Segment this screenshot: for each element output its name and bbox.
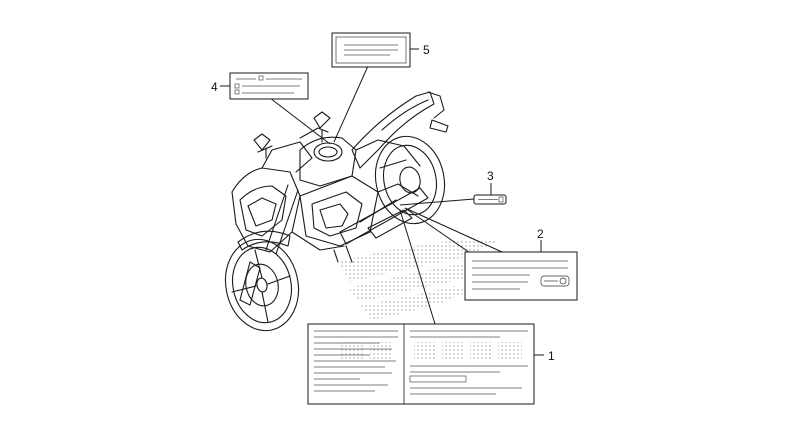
leader-line-4: [269, 97, 331, 145]
leader-line-2a: [404, 207, 503, 253]
caution-label-3[interactable]: 3: [473, 169, 507, 205]
callout-number-2: 2: [537, 227, 544, 241]
dotted-lettering: [340, 342, 522, 360]
caution-label-1[interactable]: 1: [307, 323, 555, 405]
leader-line-1: [399, 209, 436, 325]
callout-number-4: 4: [211, 80, 218, 94]
caution-label-4[interactable]: 4: [211, 72, 309, 100]
motorcycle-drawing: [224, 91, 449, 332]
front-wheel: [224, 238, 300, 332]
callout-number-3: 3: [487, 169, 494, 183]
callout-number-5: 5: [423, 43, 430, 57]
leader-line-5: [333, 65, 369, 143]
fuel-cap: [313, 142, 343, 162]
leader-line-3: [399, 198, 475, 206]
caution-label-5[interactable]: 5: [331, 32, 430, 68]
callout-number-1: 1: [548, 349, 555, 363]
rear-wheel: [374, 135, 446, 225]
caution-label-2[interactable]: 2: [464, 227, 578, 301]
wing-logo-watermark: [338, 238, 500, 320]
